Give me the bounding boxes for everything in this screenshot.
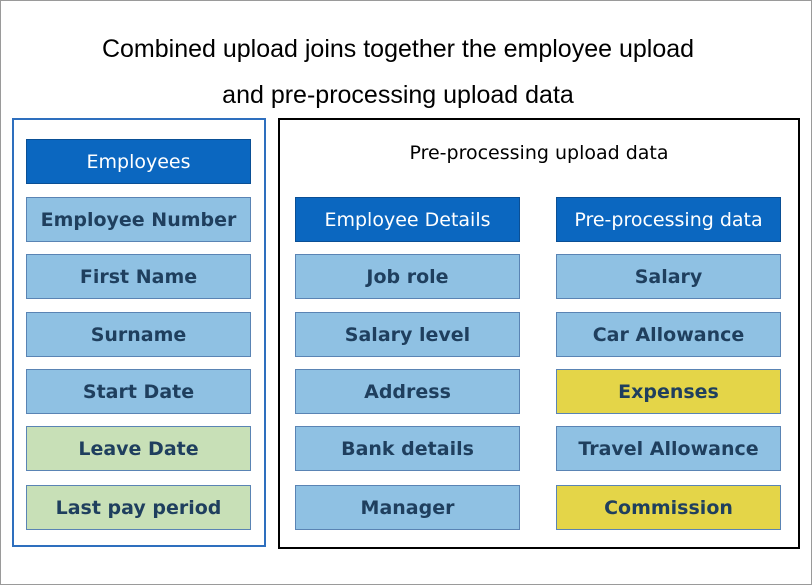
address-field: Address: [295, 369, 520, 414]
surname-field: Surname: [26, 312, 251, 357]
preprocessing-panel-title: Pre-processing upload data: [409, 142, 669, 164]
leave-date-field: Leave Date: [26, 426, 251, 471]
start-date-field: Start Date: [26, 369, 251, 414]
commission-field: Commission: [556, 485, 781, 530]
salary-field: Salary: [556, 254, 781, 299]
employees-header: Employees: [26, 139, 251, 184]
job-role-field: Job role: [295, 254, 520, 299]
last-pay-period-field: Last pay period: [26, 485, 251, 530]
employee-details-header: Employee Details: [295, 197, 520, 242]
employee-number-field: Employee Number: [26, 197, 251, 242]
employees-panel: [12, 118, 266, 547]
bank-details-field: Bank details: [295, 426, 520, 471]
car-allowance-field: Car Allowance: [556, 312, 781, 357]
salary-level-field: Salary level: [295, 312, 520, 357]
first-name-field: First Name: [26, 254, 251, 299]
expenses-field: Expenses: [556, 369, 781, 414]
slide-title: Combined upload joins together the emplo…: [101, 35, 695, 109]
travel-allowance-field: Travel Allowance: [556, 426, 781, 471]
preprocessing-panel: [278, 118, 800, 549]
preprocessing-data-header: Pre-processing data: [556, 197, 781, 242]
manager-field: Manager: [295, 485, 520, 530]
